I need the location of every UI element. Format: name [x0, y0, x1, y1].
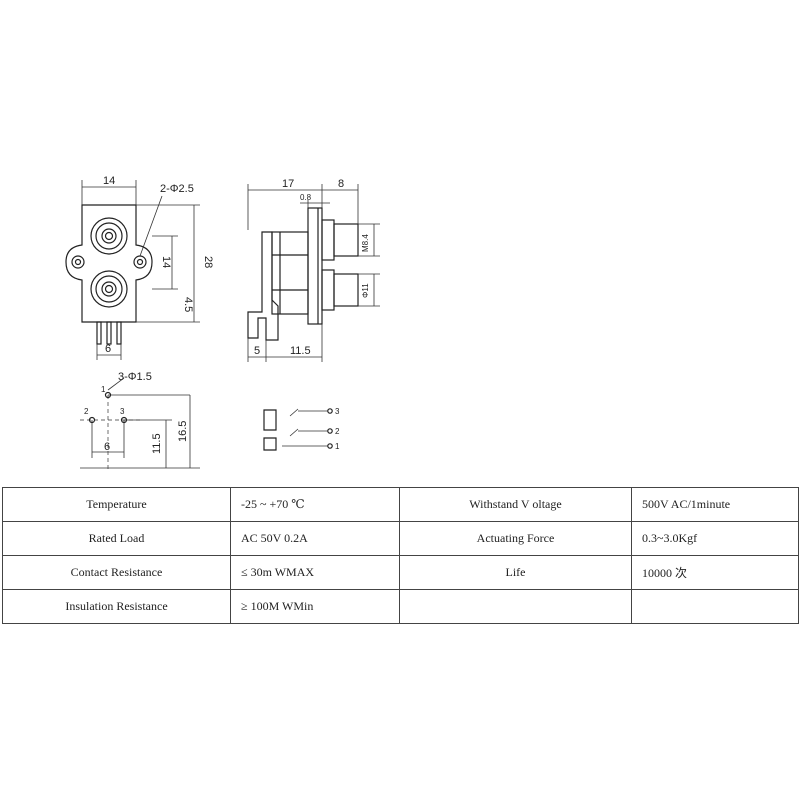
front-dim-height: 28	[202, 256, 214, 268]
spec-label: Insulation Resistance	[2, 589, 231, 624]
table-row: Rated Load AC 50V 0.2A Actuating Force 0…	[2, 521, 799, 556]
pcb-pin-1: 1	[101, 385, 106, 394]
side-dim-body: 11.5	[290, 345, 311, 357]
spec-value: AC 50V 0.2A	[230, 521, 400, 556]
spec-value: 0.3~3.0Kgf	[631, 521, 799, 556]
table-row: Insulation Resistance ≥ 100M WMin	[2, 589, 799, 624]
front-dim-bottom: 4.5	[182, 297, 194, 312]
spec-value: 500V AC/1minute	[631, 487, 799, 522]
side-dim-total: 17	[282, 178, 294, 190]
table-row: Contact Resistance ≤ 30m WMAX Life 10000…	[2, 555, 799, 590]
spec-label: Life	[399, 555, 632, 590]
spec-label: Actuating Force	[399, 521, 632, 556]
side-view: 17 8 0.8 M8.4 Φ11 5 11.5	[247, 178, 380, 362]
side-dim-plate: 0.8	[300, 193, 312, 202]
front-dim-pitch: 14	[160, 256, 172, 268]
front-dim-pins: 6	[105, 343, 111, 355]
pcb-dim-spacing: 6	[104, 441, 110, 453]
pcb-layout: 1 2 3 3-Φ1.5 6 11.5 16.5	[80, 371, 200, 470]
technical-drawing: 14 2-Φ2.5 28 14 4.5 6	[65, 175, 380, 470]
side-dim-thread: M8.4	[361, 234, 370, 252]
spec-value: ≤ 30m WMAX	[230, 555, 400, 590]
spec-value: ≥ 100M WMin	[230, 589, 400, 624]
front-dim-hole: 2-Φ2.5	[160, 183, 194, 195]
spec-value: -25 ~ +70 ℃	[230, 487, 400, 522]
spec-label: Withstand V oltage	[399, 487, 632, 522]
spec-label: Contact Resistance	[2, 555, 231, 590]
spec-value: 10000 次	[631, 555, 799, 590]
side-dim-diameter: Φ11	[361, 283, 370, 298]
spec-value	[631, 589, 799, 624]
side-dim-front: 8	[338, 178, 344, 190]
front-dim-width: 14	[103, 175, 115, 187]
schematic-pin-3: 3	[335, 407, 340, 416]
pcb-dim-hole: 3-Φ1.5	[118, 371, 152, 383]
spec-label: Rated Load	[2, 521, 231, 556]
schematic: 3 2 1	[263, 407, 340, 451]
pcb-dim-total: 16.5	[177, 421, 189, 442]
pcb-dim-row: 11.5	[151, 433, 163, 454]
pcb-pin-3: 3	[120, 407, 125, 416]
front-view: 14 2-Φ2.5 28 14 4.5 6	[65, 175, 214, 360]
spec-label	[399, 589, 632, 624]
pcb-pin-2: 2	[84, 407, 89, 416]
spec-table: Temperature -25 ~ +70 ℃ Withstand V olta…	[2, 487, 799, 624]
table-row: Temperature -25 ~ +70 ℃ Withstand V olta…	[2, 487, 799, 522]
schematic-pin-1: 1	[335, 442, 340, 451]
schematic-pin-2: 2	[335, 427, 340, 436]
spec-label: Temperature	[2, 487, 231, 522]
side-dim-base: 5	[254, 345, 260, 357]
